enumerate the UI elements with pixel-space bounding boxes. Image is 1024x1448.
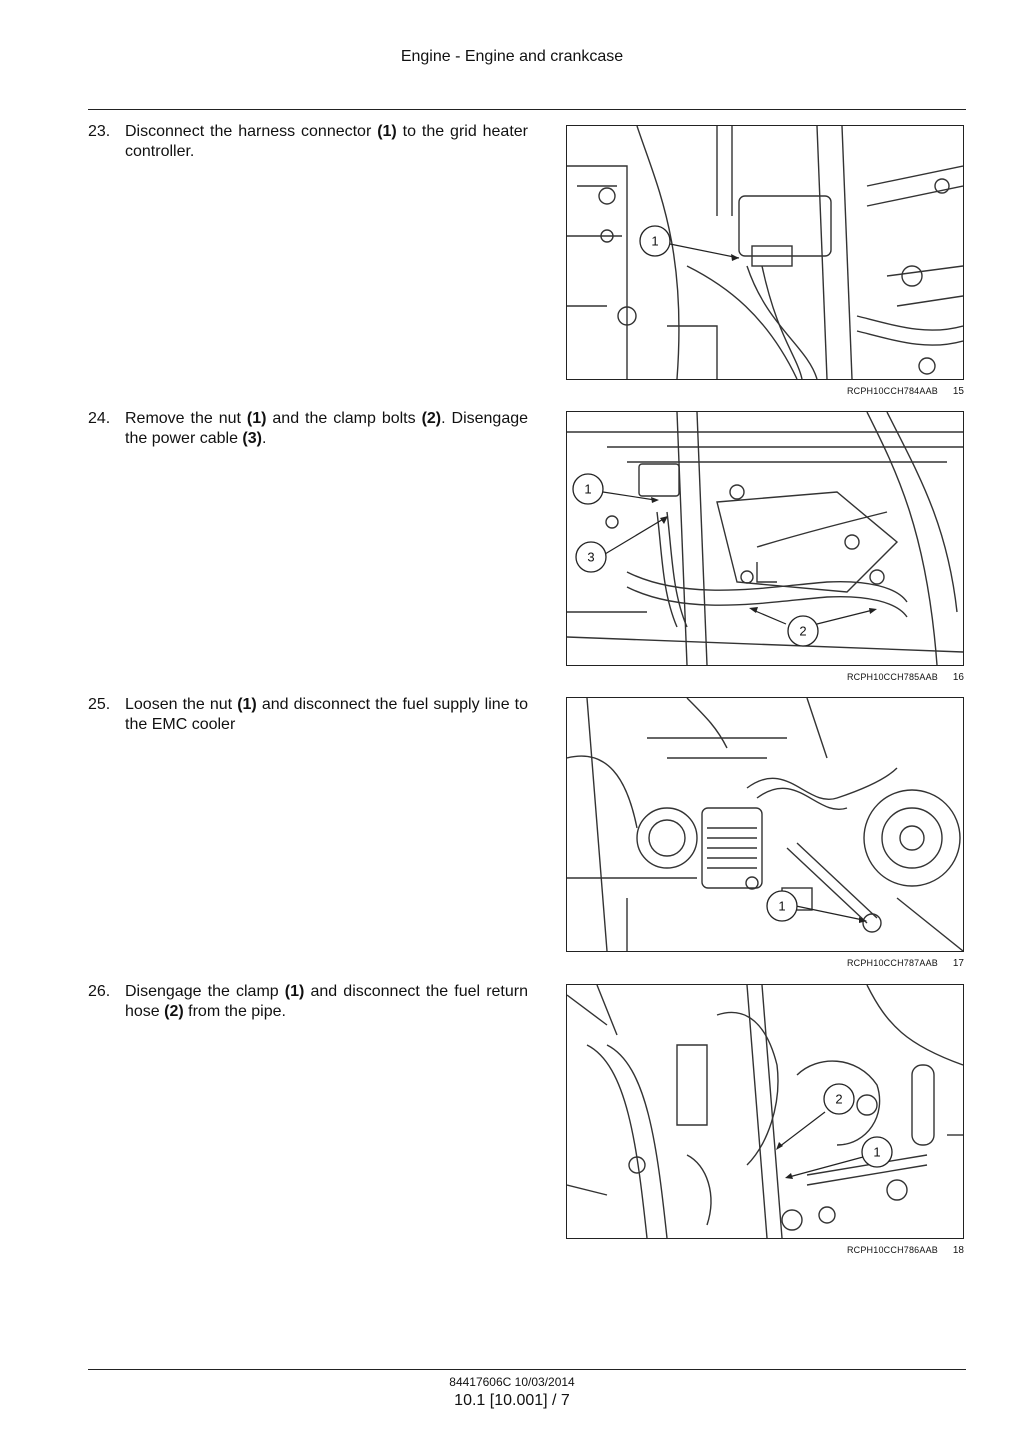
footer-page-ref: 10.1 [10.001] / 7 [454, 1392, 570, 1409]
step-text: Disengage the clamp (1) and disconnect t… [125, 983, 528, 1020]
callout-1: 1 [766, 890, 798, 922]
step-number: 26. [88, 983, 111, 1000]
step-text: Loosen the nut (1) and disconnect the fu… [125, 696, 529, 733]
figure-15-photo: 1 [566, 125, 964, 380]
step-number: 24. [88, 410, 111, 427]
step-text: Disconnect the harness connector (1) to … [125, 123, 528, 160]
page-header-title: Engine - Engine and crankcase [400, 48, 624, 65]
svg-text:1: 1 [778, 899, 785, 914]
step-25: 25. Loosen the nut (1) and disconnect th… [88, 695, 528, 735]
figure-number: 16 [952, 672, 964, 683]
svg-text:2: 2 [799, 624, 806, 639]
callout-2: 2 [787, 615, 819, 647]
step-number: 23. [88, 123, 111, 140]
callout-1: 1 [861, 1136, 893, 1168]
callout-1: 1 [639, 225, 671, 257]
step-text: Remove the nut (1) and the clamp bolts (… [125, 410, 529, 447]
figure-16-caption: RCPH10CCH785AAB 16 [566, 672, 964, 683]
header-rule [88, 109, 966, 110]
svg-text:1: 1 [584, 482, 591, 497]
figure-image-id: RCPH10CCH787AAB [846, 958, 938, 968]
figure-image-id: RCPH10CCH786AAB [846, 1245, 938, 1255]
footer-doc-ref: 84417606C 10/03/2014 [449, 1375, 575, 1389]
figure-18-caption: RCPH10CCH786AAB 18 [566, 1245, 964, 1256]
svg-text:2: 2 [835, 1092, 842, 1107]
figure-image-id: RCPH10CCH784AAB [846, 386, 938, 396]
step-24: 24. Remove the nut (1) and the clamp bol… [88, 409, 528, 449]
figure-17-caption: RCPH10CCH787AAB 17 [566, 958, 964, 969]
callout-3: 3 [575, 541, 607, 573]
step-number: 25. [88, 696, 111, 713]
callout-1: 1 [572, 473, 604, 505]
step-26: 26. Disengage the clamp (1) and disconne… [88, 982, 528, 1022]
footer-rule [88, 1369, 966, 1370]
figure-18-photo: 2 1 [566, 984, 964, 1239]
figure-number: 17 [952, 958, 964, 969]
step-23: 23. Disconnect the harness connector (1)… [88, 122, 528, 162]
figure-number: 15 [952, 386, 964, 397]
callout-2: 2 [823, 1083, 855, 1115]
figure-16-photo: 1 3 2 [566, 411, 964, 666]
svg-text:1: 1 [651, 234, 658, 249]
figure-15-caption: RCPH10CCH784AAB 15 [566, 386, 964, 397]
svg-text:1: 1 [873, 1145, 880, 1160]
figure-17-photo: 1 [566, 697, 964, 952]
figure-number: 18 [952, 1245, 964, 1256]
figure-image-id: RCPH10CCH785AAB [846, 672, 938, 682]
svg-text:3: 3 [587, 550, 594, 565]
